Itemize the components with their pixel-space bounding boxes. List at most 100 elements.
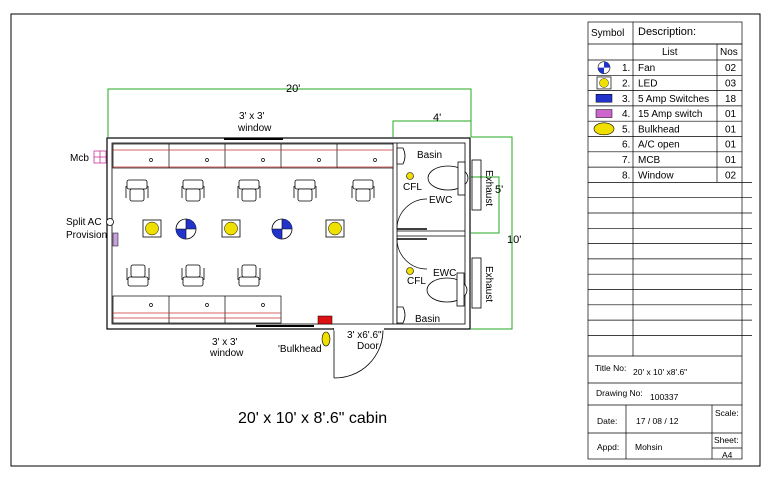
dim-toilet-width: 4': [433, 112, 441, 124]
window-top-label-1: 3' x 3': [239, 111, 265, 122]
mcb-icon: [93, 150, 107, 164]
switch-5a-icon: [595, 94, 613, 103]
cabin-inner-wall: [111, 142, 466, 325]
split-ac-icon: [106, 218, 114, 226]
basin-top: [396, 147, 406, 165]
chairs: [125, 179, 375, 287]
legend-table: [587, 21, 752, 460]
bottom-desks: [112, 295, 282, 324]
red-switch-icon: [317, 315, 333, 325]
cabin-outer-wall: [106, 137, 471, 330]
door-label-2: Door: [357, 341, 379, 352]
split-ac-label-1: Split AC: [66, 217, 102, 228]
legend-text: Symbol Description: List Nos 1. Fan 02 2. LE…: [591, 26, 738, 181]
legend-row-desc: Fan: [638, 63, 655, 74]
bulkhead-icon: [321, 331, 331, 347]
ewc-bottom: [426, 272, 468, 307]
led-icon: [596, 76, 612, 90]
legend-row: 8. Window 02: [622, 170, 737, 181]
sheet-value: A4: [722, 450, 733, 460]
legend-row-num: 1.: [622, 63, 630, 74]
dim-height: 10': [507, 234, 521, 246]
top-desks: [112, 143, 394, 169]
led-icons: [142, 219, 345, 238]
exhaust-top: [471, 159, 482, 211]
legend-row-desc: 5 Amp Switches: [638, 94, 709, 105]
legend-row: 6. A/C open 01: [622, 140, 737, 151]
switch-15a-icon: [595, 109, 613, 118]
window-bottom-label-1: 3' x 3': [212, 337, 238, 348]
floor-plan: 20' 4' 10' 5': [66, 83, 521, 427]
title-no-value: 20' x 10' x8'.6": [633, 367, 687, 377]
window-bottom-label-2: window: [209, 348, 244, 359]
legend-header-nos: Nos: [720, 47, 738, 58]
legend-row: 4. 15 Amp switch 01: [595, 109, 737, 120]
fan-icon: [597, 61, 611, 74]
legend-row-num: 4.: [622, 109, 630, 120]
legend-row-desc: A/C open: [638, 140, 680, 151]
drawing-no-label: Drawing No:: [596, 388, 643, 398]
date-label: Date:: [597, 416, 617, 426]
door-label-1: 3' x6'.6": [347, 330, 382, 341]
basin-bottom-label: Basin: [415, 314, 440, 325]
legend-row-nos: 03: [725, 78, 737, 89]
bulkhead-icon: [593, 122, 615, 136]
split-ac-label-2: Provision: [66, 230, 107, 241]
appd-label: Appd:: [597, 442, 619, 452]
legend-header-list: List: [662, 47, 678, 58]
dim-toilet-depth: 5': [495, 184, 503, 196]
cfl-top: [406, 172, 414, 180]
exhaust-bottom: [471, 257, 482, 309]
legend-row-desc: Bulkhead: [638, 124, 680, 135]
main-door: [333, 327, 384, 379]
ewc-bottom-label: EWC: [433, 268, 456, 279]
dim-overall: 20': [286, 83, 300, 95]
legend-row-num: 8.: [622, 170, 630, 181]
legend-row: 7. MCB 01: [622, 155, 737, 166]
cfl-top-label: CFL: [403, 182, 422, 193]
bulkhead-label: 'Bulkhead: [278, 344, 322, 355]
ewc-top-label: EWC: [429, 195, 452, 206]
legend-row-desc: Window: [638, 170, 674, 181]
legend-row-num: 5.: [622, 124, 630, 135]
legend-row-num: 2.: [622, 78, 630, 89]
scale-label: Scale:: [715, 408, 739, 418]
legend-row-desc: MCB: [638, 155, 661, 166]
date-value: 17 / 08 / 12: [636, 416, 679, 426]
legend-row-nos: 02: [725, 170, 737, 181]
legend-row-num: 6.: [622, 140, 630, 151]
mcb-label: Mcb: [70, 153, 89, 164]
cfl-bottom-label: CFL: [407, 276, 426, 287]
appd-value: Mohsin: [635, 442, 663, 452]
basin-top-label: Basin: [417, 150, 442, 161]
cfl-bottom: [406, 267, 414, 275]
legend-row-num: 7.: [622, 155, 630, 166]
legend-header-symbol: Symbol: [591, 28, 624, 39]
legend-row-nos: 01: [725, 155, 737, 166]
drawing-no-value: 100337: [650, 392, 679, 402]
exhaust-top-label: Exhaust: [483, 170, 494, 206]
legend-row-desc: 15 Amp switch: [638, 109, 702, 120]
title-block: Title No: 20' x 10' x8'.6" Drawing No: 1…: [595, 363, 739, 460]
plan-caption: 20' x 10' x 8'.6" cabin: [238, 410, 387, 427]
basin-bottom: [396, 306, 406, 324]
window-top-label-2: window: [237, 123, 272, 134]
legend-row-nos: 01: [725, 140, 737, 151]
fan-icons: [175, 218, 293, 240]
legend-row-nos: 18: [725, 94, 737, 105]
exhaust-bottom-label: Exhaust: [483, 266, 494, 302]
legend-row: 2. LED 03: [596, 76, 737, 90]
title-no-label: Title No:: [595, 363, 626, 373]
switch-15a-plan-icon: [112, 232, 119, 247]
legend-row-nos: 02: [725, 63, 737, 74]
sheet-border: [10, 13, 761, 467]
legend-row-nos: 01: [725, 109, 737, 120]
legend-header-description: Description:: [638, 26, 696, 38]
legend-row-desc: LED: [638, 78, 657, 89]
ewc-top: [427, 161, 469, 196]
sheet-label: Sheet:: [714, 435, 739, 445]
dimension-lines: [107, 88, 513, 330]
